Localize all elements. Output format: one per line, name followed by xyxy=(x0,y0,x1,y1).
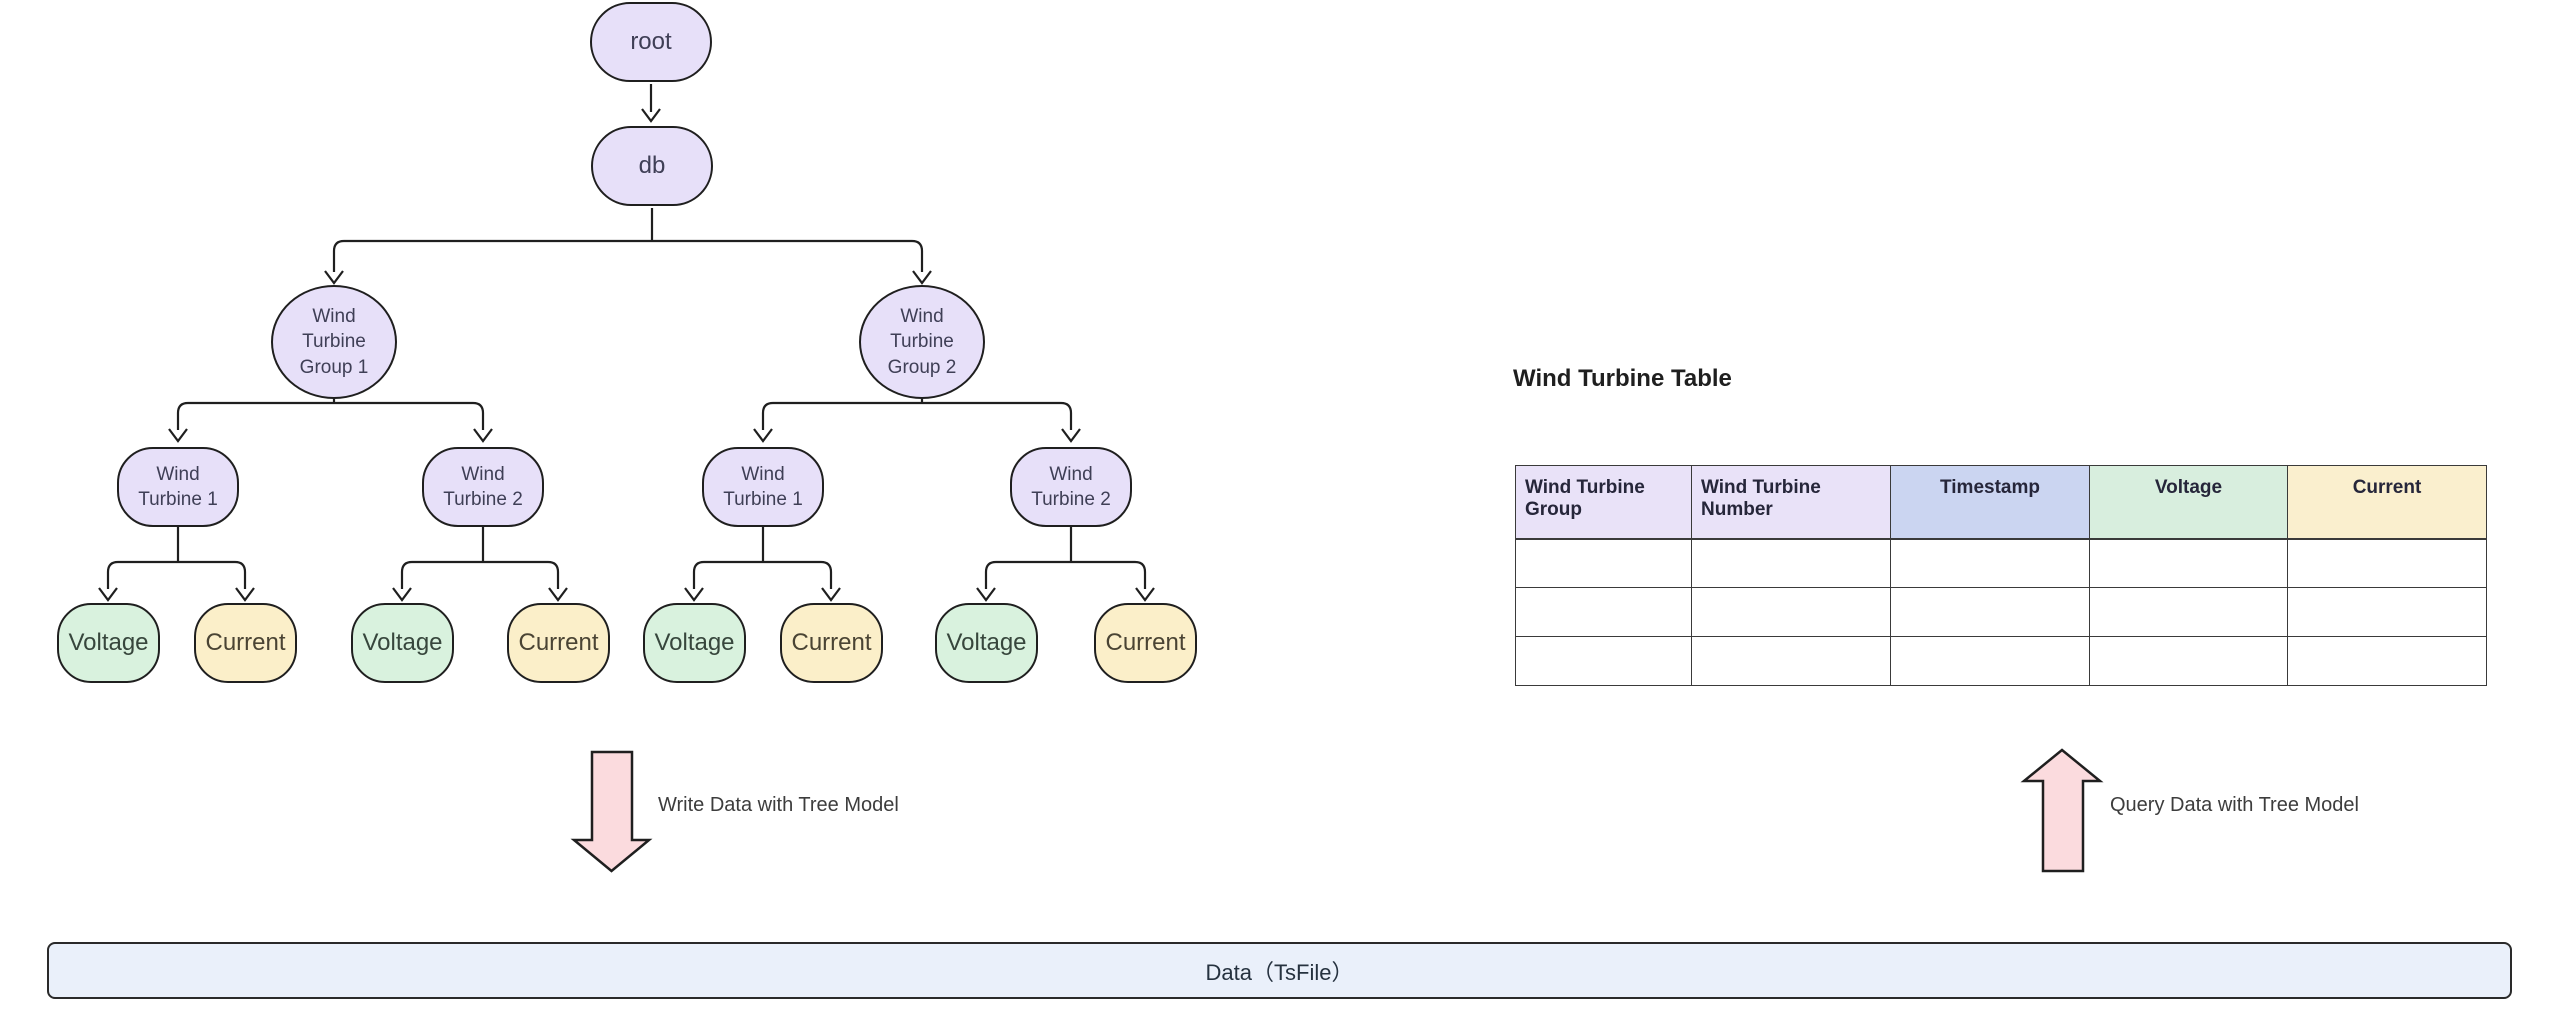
table-row xyxy=(1515,538,2487,588)
node-voltage-4: Voltage xyxy=(935,603,1038,683)
arrowhead-group1 xyxy=(324,270,344,285)
node-current-2: Current xyxy=(507,603,610,683)
arrowhead-leaf4 xyxy=(548,587,568,602)
arrowhead-turbine3 xyxy=(753,428,773,443)
node-group2-label: Wind Turbine Group 2 xyxy=(887,306,957,378)
col-header-wind-turbine-group: Wind Turbine Group xyxy=(1515,465,1692,540)
table-cell xyxy=(2089,587,2288,637)
leaf-label: Current xyxy=(791,629,872,657)
edge-turbine3-leaves xyxy=(692,527,833,589)
table-cell xyxy=(2287,538,2487,588)
table-cell xyxy=(1890,538,2090,588)
table-cell xyxy=(1890,587,2090,637)
leaf-label: Current xyxy=(1105,629,1186,657)
edge-group2-turbines xyxy=(761,399,1073,430)
col-header-voltage: Voltage xyxy=(2089,465,2288,540)
node-voltage-3: Voltage xyxy=(643,603,746,683)
edge-turbine1-leaves xyxy=(106,527,247,589)
arrowhead-leaf8 xyxy=(1135,587,1155,602)
col-header-current: Current xyxy=(2287,465,2487,540)
arrowhead-leaf5 xyxy=(684,587,704,602)
arrowhead-db xyxy=(641,108,661,123)
table-cell xyxy=(2287,587,2487,637)
arrowhead-turbine2 xyxy=(473,428,493,443)
edge-group1-turbines xyxy=(176,399,485,430)
leaf-label: Current xyxy=(205,629,286,657)
tsfile-storage-bar: Data（TsFile） xyxy=(47,942,2512,999)
table-title: Wind Turbine Table xyxy=(1513,365,1732,392)
edge-turbine4-leaves xyxy=(984,527,1147,589)
arrowhead-leaf7 xyxy=(976,587,996,602)
table-cell xyxy=(1691,587,1891,637)
node-voltage-1: Voltage xyxy=(57,603,160,683)
arrowhead-leaf6 xyxy=(821,587,841,602)
node-turbine1b-label: Wind Turbine 1 xyxy=(723,463,803,510)
leaf-label: Voltage xyxy=(946,629,1027,657)
col-header-wind-turbine-number: Wind Turbine Number xyxy=(1691,465,1891,540)
node-wind-turbine-1b: Wind Turbine 1 xyxy=(702,447,824,527)
arrowhead-turbine4 xyxy=(1061,428,1081,443)
arrowhead-leaf2 xyxy=(235,587,255,602)
node-turbine2b-label: Wind Turbine 2 xyxy=(1031,463,1111,510)
write-arrow-down xyxy=(570,750,653,873)
node-group1-label: Wind Turbine Group 1 xyxy=(299,306,369,378)
node-turbine2a-label: Wind Turbine 2 xyxy=(443,463,523,510)
arrowhead-turbine1 xyxy=(168,428,188,443)
node-current-3: Current xyxy=(780,603,883,683)
table-cell xyxy=(1890,636,2090,686)
table-cell xyxy=(2287,636,2487,686)
table-cell xyxy=(1515,587,1692,637)
node-wind-turbine-2a: Wind Turbine 2 xyxy=(422,447,544,527)
table-cell xyxy=(1691,538,1891,588)
node-db-label: db xyxy=(638,152,666,180)
table-row xyxy=(1515,636,2487,686)
query-data-label: Query Data with Tree Model xyxy=(2110,794,2359,816)
node-current-1: Current xyxy=(194,603,297,683)
node-turbine1a-label: Wind Turbine 1 xyxy=(138,463,218,510)
leaf-label: Voltage xyxy=(654,629,735,657)
node-db: db xyxy=(591,126,713,206)
table-row xyxy=(1515,587,2487,637)
query-arrow-up xyxy=(2020,748,2104,873)
tsfile-storage-label: Data（TsFile） xyxy=(1205,959,1354,985)
table-header-row: Wind Turbine Group Wind Turbine Number T… xyxy=(1515,465,2487,540)
node-wind-turbine-group-1: Wind Turbine Group 1 xyxy=(271,285,397,399)
write-data-label: Write Data with Tree Model xyxy=(658,794,899,816)
edge-turbine2-leaves xyxy=(400,527,560,589)
arrowhead-leaf1 xyxy=(98,587,118,602)
node-wind-turbine-1a: Wind Turbine 1 xyxy=(117,447,239,527)
node-wind-turbine-group-2: Wind Turbine Group 2 xyxy=(859,285,985,399)
table-cell xyxy=(1515,636,1692,686)
node-wind-turbine-2b: Wind Turbine 2 xyxy=(1010,447,1132,527)
table-cell xyxy=(1691,636,1891,686)
leaf-label: Voltage xyxy=(362,629,443,657)
node-root-label: root xyxy=(630,28,672,56)
table-cell xyxy=(2089,538,2288,588)
table-cell xyxy=(1515,538,1692,588)
leaf-label: Current xyxy=(518,629,599,657)
node-current-4: Current xyxy=(1094,603,1197,683)
col-header-timestamp: Timestamp xyxy=(1890,465,2090,540)
arrowhead-group2 xyxy=(912,270,932,285)
wind-turbine-table: Wind Turbine Group Wind Turbine Number T… xyxy=(1515,465,2487,686)
table-cell xyxy=(2089,636,2288,686)
leaf-label: Voltage xyxy=(68,629,149,657)
edge-db-groups xyxy=(332,208,924,272)
node-voltage-2: Voltage xyxy=(351,603,454,683)
arrowhead-leaf3 xyxy=(392,587,412,602)
node-root: root xyxy=(590,2,712,82)
